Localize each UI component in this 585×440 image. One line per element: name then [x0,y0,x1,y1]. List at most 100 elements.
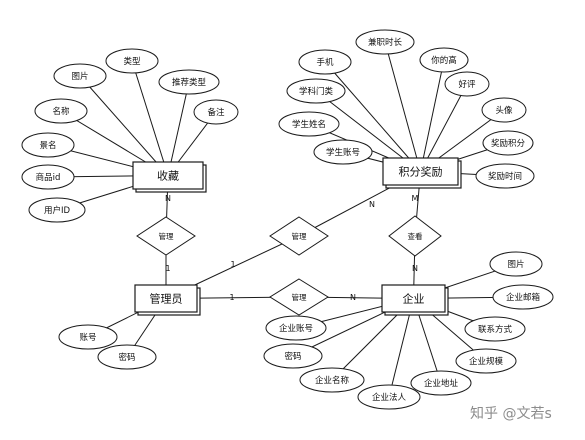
cardinality-k8: N [412,264,418,273]
attribute-b-sname: 学生姓名 [278,111,340,137]
edge-b-parttime [384,41,421,172]
attribute-c-acct: 账号 [58,324,118,350]
attribute-a-title: 景名 [21,132,75,158]
entity-label: 积分奖励 [399,165,443,179]
attribute-ellipse [278,111,340,137]
entity-label: 管理员 [150,292,183,306]
attribute-label: 联系方式 [478,324,513,335]
attribute-label: 企业名称 [315,375,350,386]
attribute-label: 景名 [39,140,56,151]
attribute-ellipse [357,384,421,410]
attribute-d-contact: 联系方式 [464,316,526,342]
relationship-label: 查看 [408,231,423,241]
attribute-ellipse [355,29,415,55]
attribute-label: 密码 [284,351,301,362]
attribute-ellipse [313,139,373,165]
attribute-label: 兼职时长 [368,37,403,48]
attribute-label: 密码 [118,352,135,363]
attribute-label: 图片 [507,259,524,270]
attribute-label: 用户ID [44,205,71,216]
attribute-d-image: 图片 [489,251,543,277]
entity-collection: 收藏 [132,161,207,193]
entity-box [132,161,204,190]
attribute-a-userid: 用户ID [28,197,86,223]
attribute-label: 类型 [123,56,141,67]
cardinality-k6: N [350,293,356,302]
attribute-ellipse [482,130,534,156]
attribute-label: 推荐类型 [172,77,207,88]
attribute-ellipse [298,49,352,75]
entity-label: 收藏 [157,169,179,183]
attribute-ellipse [492,284,554,310]
attribute-ellipse [299,367,365,393]
attribute-ellipse [286,78,346,104]
attribute-a-note: 备注 [193,99,239,125]
entity-box [382,157,459,186]
relationships-layer: 管理管理管理查看 [136,215,442,316]
edge-b-phone [324,61,421,172]
entity-admin: 管理员 [134,284,201,316]
attribute-label: 企业账号 [279,323,313,334]
attribute-d-legal: 企业法人 [357,384,421,410]
attribute-label: 学生账号 [326,147,360,158]
attribute-d-pwd: 密码 [263,343,323,369]
cardinality-k7: M [412,194,419,203]
relationship-r2: 管理 [269,216,329,256]
edge-a-image [79,75,169,176]
edge-b-height [420,59,445,172]
attribute-label: 奖励积分 [491,138,526,149]
attribute-ellipse [489,251,543,277]
relationship-label: 管理 [159,231,174,241]
attribute-label: 手机 [316,57,334,68]
attribute-ellipse [419,47,469,73]
attribute-ellipse [263,343,323,369]
attribute-ellipse [105,48,159,74]
attribute-ellipse [265,315,327,341]
attribute-label: 图片 [71,71,88,82]
attribute-ellipse [481,97,527,123]
attribute-c-pwd: 密码 [97,344,157,370]
attribute-label: 好评 [458,79,476,90]
relationship-label: 管理 [292,292,307,302]
attribute-b-rtime: 奖励时间 [475,163,535,189]
watermark-text: 知乎 @文若s [470,405,552,422]
relationship-diamond [269,216,329,256]
attribute-label: 名称 [52,106,70,117]
edge-b-praise [420,83,468,172]
attribute-label: 学生姓名 [292,119,326,130]
attribute-b-rpoints: 奖励积分 [482,130,534,156]
relationship-diamond [269,278,329,316]
attribute-ellipse [455,348,517,374]
attribute-b-praise: 好评 [444,71,490,97]
attribute-label: 奖励时间 [488,171,522,182]
attribute-ellipse [97,344,157,370]
cardinality-k4: N [369,200,375,209]
attribute-d-acct: 企业账号 [265,315,327,341]
edges-layer [47,41,524,398]
entity-box [381,284,446,313]
relationship-r3: 管理 [269,278,329,316]
relationship-r4: 查看 [388,215,442,257]
attribute-d-cname: 企业名称 [299,367,365,393]
attribute-label: 账号 [79,333,96,343]
attribute-ellipse [53,63,107,89]
relationship-r1: 管理 [136,216,196,256]
attribute-label: 商品id [36,172,61,183]
cardinality-k2: 1 [165,264,170,273]
relationship-diamond [388,215,442,257]
attribute-ellipse [58,324,118,350]
attribute-d-email: 企业邮箱 [492,284,554,310]
entity-label: 企业 [403,292,425,306]
attribute-label: 你的高 [431,55,457,66]
attribute-ellipse [475,163,535,189]
entity-box [134,284,198,313]
attribute-ellipse [158,69,220,95]
attribute-b-phone: 手机 [298,49,352,75]
attribute-ellipse [193,99,239,125]
edge-a-rectype [167,81,190,176]
attribute-a-image: 图片 [53,63,107,89]
attribute-label: 学科门类 [299,86,334,97]
attribute-label: 企业法人 [372,392,407,403]
cardinality-k5: 1 [229,293,234,302]
